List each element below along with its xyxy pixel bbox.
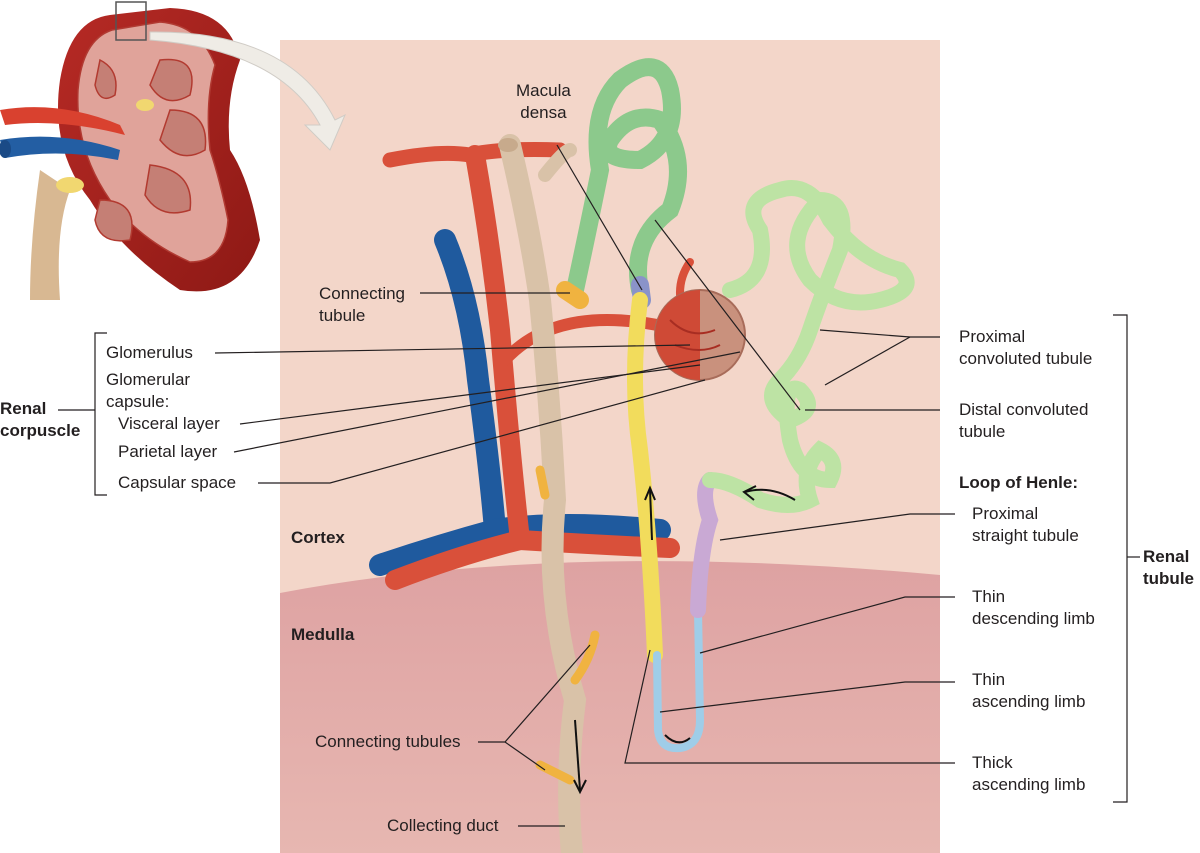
thal-line2: ascending limb [972, 775, 1086, 794]
pst-line1: Proximal [972, 504, 1039, 523]
glomerular-capsule-line1: Glomerular [106, 370, 191, 389]
medulla-label: Medulla [291, 625, 355, 644]
glomerulus-label: Glomerulus [106, 343, 193, 362]
dct-line1: Distal convoluted [959, 400, 1089, 419]
capsular-space-label: Capsular space [118, 473, 237, 492]
collecting-duct [498, 134, 600, 853]
thick-ascending-limb [627, 292, 663, 663]
tdl-line2: descending limb [972, 609, 1095, 628]
leader-lines [58, 144, 1140, 827]
connecting-tubule-label: Connecting tubule [319, 283, 405, 327]
thin-ascending-limb-label: Thin ascending limb [972, 669, 1085, 713]
thick-ascending-limb-label: Thick ascending limb [972, 752, 1085, 796]
proximal-convoluted-tubule-label: Proximal convoluted tubule [959, 326, 1092, 370]
connecting-tubules-label: Connecting tubules [315, 732, 461, 751]
zoom-arrow [149, 31, 346, 151]
macula-densa-line1: Macula [516, 81, 571, 100]
thal-line1: Thick [972, 753, 1013, 772]
renal-corpuscle-heading: Renal corpuscle [0, 398, 80, 442]
thin-descending-limb-label: Thin descending limb [972, 586, 1095, 630]
medulla-region [280, 561, 940, 853]
renal-tubule-heading: Renal tubule [1143, 546, 1194, 590]
pst-line2: straight tubule [972, 526, 1079, 545]
renal-corpuscle-line1: Renal [0, 399, 47, 418]
renal-tubule-line2: tubule [1143, 569, 1194, 588]
tal-line2: ascending limb [972, 692, 1086, 711]
inset-zoom-box [115, 1, 147, 41]
proximal-convoluted-tubule [702, 180, 915, 513]
glomerular-capsule-line2: capsule: [106, 392, 170, 411]
macula-densa-line2: densa [520, 103, 567, 122]
loop-of-henle-heading: Loop of Henle: [959, 473, 1078, 492]
proximal-straight-tubule-label: Proximal straight tubule [972, 503, 1079, 547]
renal-corpuscle [654, 289, 746, 381]
distal-convoluted-tubule-label: Distal convoluted tubule [959, 399, 1088, 443]
flow-arrows [573, 485, 796, 795]
glomerular-capsule-label: Glomerular capsule: [106, 369, 190, 413]
pct-line1: Proximal [959, 327, 1026, 346]
tdl-line1: Thin [972, 587, 1006, 606]
renal-corpuscle-line2: corpuscle [0, 421, 81, 440]
parietal-layer-label: Parietal layer [118, 442, 218, 461]
dct-line2: tubule [959, 422, 1006, 441]
kidney-inset [0, 1, 346, 300]
connecting-tubule-line2: tubule [319, 306, 366, 325]
cortex-label: Cortex [291, 528, 345, 547]
visceral-layer-label: Visceral layer [118, 414, 220, 433]
thin-loop [653, 606, 705, 753]
tal-line1: Thin [972, 670, 1006, 689]
pct-line2: convoluted tubule [959, 349, 1093, 368]
macula-densa-label: Macula densa [516, 80, 571, 124]
connecting-tubule-line1: Connecting [319, 284, 406, 303]
proximal-straight-tubule [690, 472, 719, 618]
renal-tubule-line1: Renal [1143, 547, 1190, 566]
collecting-duct-label: Collecting duct [387, 816, 499, 835]
